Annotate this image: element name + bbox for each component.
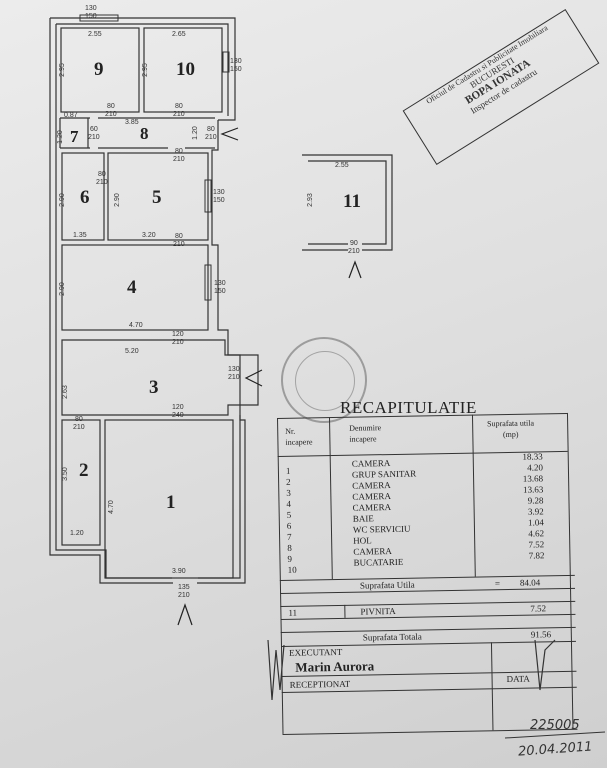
signature-right — [534, 639, 556, 691]
dim-door-2: 80 210 — [73, 416, 85, 431]
room-6-outline — [61, 152, 105, 241]
window-room-10 — [222, 51, 230, 73]
room-number-6: 6 — [80, 187, 90, 208]
dim-r4-window: 130 150 — [214, 280, 226, 295]
dim-top-window: 130 150 — [85, 5, 97, 20]
room-4-outline — [61, 244, 209, 331]
room-number-5: 5 — [152, 187, 162, 208]
corridor-wall — [59, 117, 215, 149]
handwritten-underline — [504, 731, 606, 739]
dim-entry-1: 135 210 — [178, 584, 190, 599]
dim-door-10: 80 210 — [173, 103, 185, 118]
room-11-outline — [302, 154, 393, 251]
dim-door-4: 80 210 — [173, 233, 185, 248]
room-number-8: 8 — [140, 124, 149, 143]
window-room-5 — [204, 179, 212, 213]
dim-r10-width: 2.65 — [172, 31, 186, 38]
entry-arrow-1 — [177, 603, 193, 626]
dim-r10-window: 130 150 — [230, 58, 242, 73]
entry-arrow-8 — [220, 127, 239, 141]
room-2-outline — [61, 419, 101, 546]
room-number-1: 1 — [166, 492, 176, 513]
room-9-outline — [60, 27, 140, 113]
dim-entry-3: 130 210 — [228, 366, 240, 381]
room-10-outline — [143, 27, 223, 113]
room-1-outline — [104, 419, 234, 579]
entry-arrow-11 — [348, 260, 362, 279]
room-3-outline — [61, 339, 241, 416]
room-number-9: 9 — [94, 59, 104, 80]
dim-r6-width: 1.35 — [73, 232, 87, 239]
dim-r5-window: 130 150 — [213, 189, 225, 204]
dim-r9-width: 2.55 — [88, 31, 102, 38]
dim-r5-width: 3.20 — [142, 232, 156, 239]
round-seal — [281, 337, 367, 423]
dim-door-3-top: 120 210 — [172, 331, 184, 346]
room-number-11: 11 — [343, 191, 361, 212]
recap-title: RECAPITULATIE — [340, 398, 477, 417]
room-number-7: 7 — [70, 127, 79, 146]
room-11-inner — [308, 160, 387, 245]
dim-door-1: 120 240 — [172, 404, 184, 419]
dim-r4-width: 4.70 — [129, 322, 143, 329]
dim-r1-width: 3.90 — [172, 568, 186, 575]
dim-r11-width: 2.55 — [335, 162, 349, 169]
entry-arrow-3 — [244, 369, 263, 387]
handwritten-number: 225005 — [530, 718, 580, 733]
window-room-4 — [204, 264, 212, 301]
dim-r8-width: 3.85 — [125, 119, 139, 126]
dim-r7-width: 0.87 — [64, 112, 78, 119]
window-top — [79, 14, 119, 22]
entry-arrows — [177, 127, 362, 626]
signature-left — [267, 639, 285, 701]
dim-door-6: 80 210 — [96, 171, 108, 186]
dim-entry-8: 80 210 — [205, 126, 217, 141]
dim-entry-11: 90 210 — [348, 240, 360, 255]
dim-door-9: 80 210 — [105, 103, 117, 118]
dim-r3-width: 5.20 — [125, 348, 139, 355]
room-number-2: 2 — [79, 460, 89, 481]
dim-r2-width: 1.20 — [70, 530, 84, 537]
room-number-10: 10 — [176, 59, 195, 80]
dim-door-7: 60 210 — [88, 126, 100, 141]
room-number-3: 3 — [149, 377, 159, 398]
room-5-outline — [107, 152, 209, 241]
room-number-4: 4 — [127, 277, 137, 298]
dim-door-5-top: 80 210 — [173, 148, 185, 163]
